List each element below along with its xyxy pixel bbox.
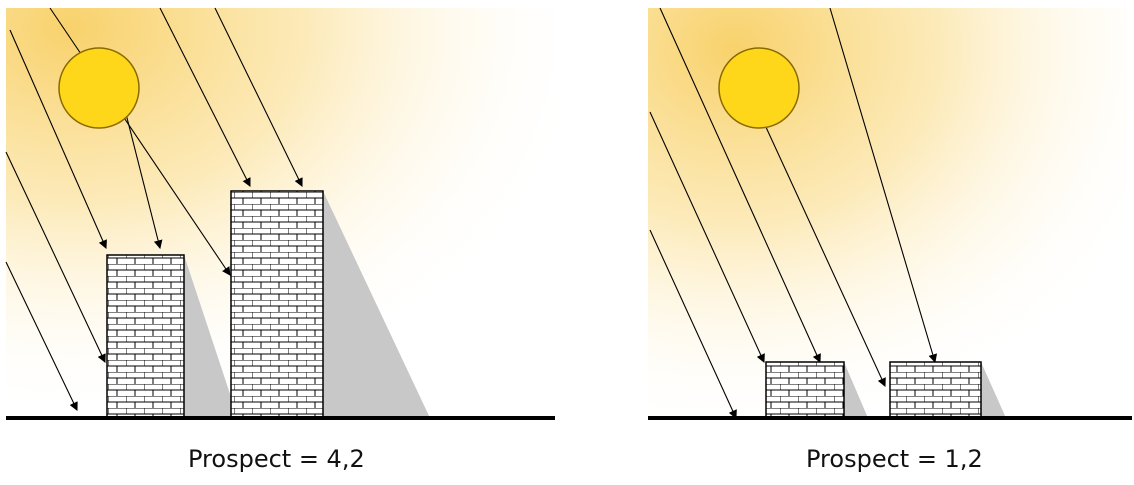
sun-icon (718, 47, 800, 129)
sun-rays (649, 7, 938, 420)
diagram-right: Prospect = 1,2 (600, 0, 1134, 473)
building-short (106, 254, 185, 419)
building-shadow (981, 362, 1006, 418)
building-low (889, 361, 982, 419)
building-shadow (844, 362, 868, 418)
sun-ray (659, 7, 821, 364)
diagram-left: Prospect = 4,2 (0, 0, 560, 473)
sun-icon (58, 47, 140, 129)
sun-ray (5, 151, 106, 363)
sunlight-glow (648, 8, 1130, 418)
sun-ray (5, 261, 78, 411)
sun-ray (829, 7, 938, 364)
sun-ray (764, 124, 886, 387)
diagram-left-svg (5, 7, 556, 420)
prospect-caption: Prospect = 1,2 (806, 445, 983, 473)
building-tall (230, 190, 324, 419)
sun-ray (159, 7, 251, 187)
sun-ray (9, 29, 107, 250)
diagram-right-svg (648, 7, 1132, 420)
prospect-caption: Prospect = 4,2 (188, 445, 365, 473)
building-low (765, 361, 845, 419)
sun-ray (124, 109, 163, 250)
sun-ray (649, 229, 737, 420)
sun-ray (214, 7, 303, 187)
building-shadow (184, 255, 238, 418)
sun-ray (649, 111, 765, 364)
ground-line (648, 416, 1132, 420)
ground-line (6, 416, 555, 420)
building-shadow (323, 191, 430, 418)
